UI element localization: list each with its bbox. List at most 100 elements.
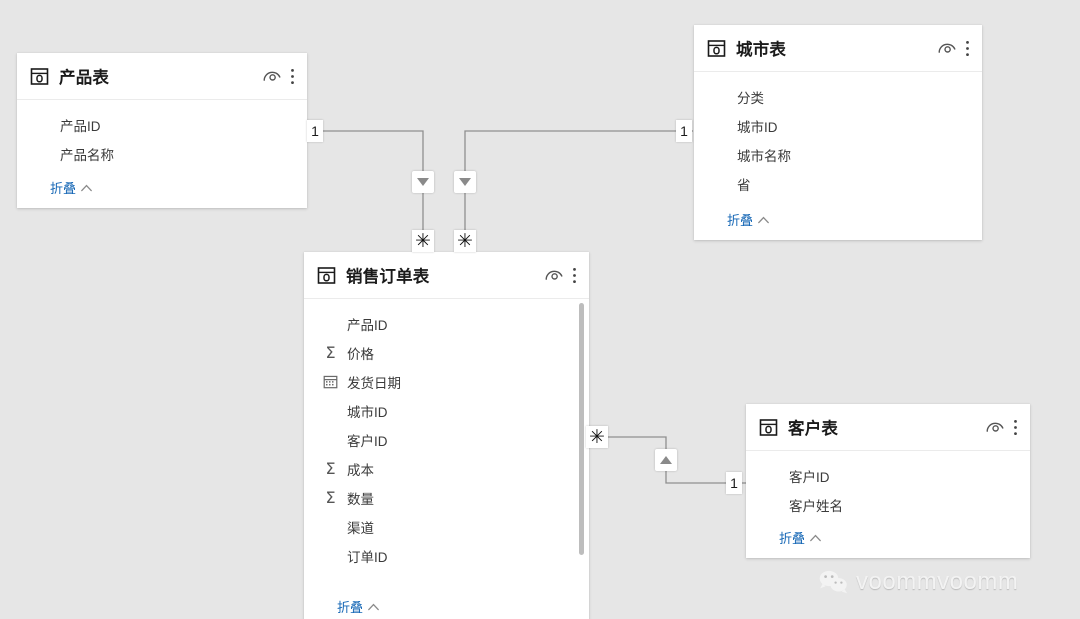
field-name: 客户ID [789, 469, 830, 485]
sigma-icon: Σ [325, 458, 336, 478]
field-name: 产品ID [60, 118, 101, 134]
field-row[interactable]: Σ 价格 [304, 338, 589, 367]
cardinality-badge-many-product-sales[interactable]: ✳ [412, 230, 434, 252]
more-options-icon[interactable] [1013, 419, 1018, 436]
table-card-customer[interactable]: 客户表 客户ID 客户姓名 [746, 404, 1030, 558]
field-row[interactable]: 订单ID [304, 541, 589, 570]
table-field-list[interactable]: 客户ID 客户姓名 [746, 451, 1030, 520]
table-card-product[interactable]: 产品表 产品ID 产品名称 [17, 53, 307, 208]
field-name: 发货日期 [347, 375, 401, 391]
table-header-actions[interactable] [545, 267, 577, 284]
sigma-icon: Σ [325, 342, 336, 362]
table-header-actions[interactable] [938, 40, 970, 57]
triangle-down-icon [459, 178, 471, 186]
cardinality-badge-many-city-sales[interactable]: ✳ [454, 230, 476, 252]
cardinality-badge-many-sales-customer[interactable]: ✳ [586, 426, 608, 448]
field-row[interactable]: 客户姓名 [746, 490, 1030, 519]
more-options-icon[interactable] [572, 267, 577, 284]
table-header-actions[interactable] [986, 419, 1018, 436]
table-field-list[interactable]: 产品ID 产品名称 [17, 100, 307, 170]
triangle-down-icon [417, 178, 429, 186]
collapse-button[interactable]: 折叠 [50, 181, 77, 196]
eye-icon[interactable] [938, 41, 956, 55]
table-title: 客户表 [788, 420, 839, 438]
field-name: 产品ID [347, 317, 388, 333]
field-row[interactable]: 渠道 [304, 512, 589, 541]
table-card-header[interactable]: 城市表 [694, 25, 982, 72]
cardinality-badge-one-city[interactable]: 1 [676, 120, 692, 142]
relationship-line-city-sales [464, 130, 693, 252]
field-row[interactable]: 分类 [694, 82, 982, 111]
asterisk-glyph: ✳ [457, 230, 473, 252]
table-card-header[interactable]: 销售订单表 [304, 252, 589, 299]
eye-icon[interactable] [986, 420, 1004, 434]
field-row[interactable]: 产品ID [304, 309, 589, 338]
table-card-footer[interactable]: 折叠 [694, 202, 982, 240]
collapse-button[interactable]: 折叠 [779, 531, 806, 546]
chevron-up-icon[interactable] [810, 534, 821, 542]
field-name: 省 [737, 177, 751, 193]
table-card-footer[interactable]: 折叠 [17, 170, 307, 208]
more-options-icon[interactable] [965, 40, 970, 57]
table-icon [707, 39, 726, 57]
field-row[interactable]: Σ 数量 [304, 483, 589, 512]
cross-filter-direction-badge-city-sales[interactable] [454, 171, 476, 193]
field-name: 分类 [737, 90, 764, 106]
asterisk-glyph: ✳ [415, 230, 431, 252]
field-name: 产品名称 [60, 147, 114, 163]
more-options-icon[interactable] [290, 68, 295, 85]
field-type-icon-none [711, 116, 730, 135]
field-name: 城市ID [347, 404, 388, 420]
collapse-button[interactable]: 折叠 [337, 600, 364, 615]
cross-filter-direction-badge-sales-customer[interactable] [655, 449, 677, 471]
eye-icon[interactable] [545, 268, 563, 282]
chevron-up-icon[interactable] [81, 184, 92, 192]
table-icon [317, 266, 336, 284]
collapse-button[interactable]: 折叠 [727, 213, 754, 228]
table-title: 销售订单表 [346, 268, 430, 286]
field-row[interactable]: 产品ID [17, 110, 307, 139]
field-type-icon-none [711, 174, 730, 193]
field-list-scrollbar[interactable] [576, 303, 587, 559]
watermark: voommvoomm [818, 568, 1018, 596]
triangle-up-icon [660, 456, 672, 464]
field-row[interactable]: 客户ID [746, 461, 1030, 490]
cross-filter-direction-badge-product-sales[interactable] [412, 171, 434, 193]
chevron-up-icon[interactable] [758, 216, 769, 224]
field-type-icon-none [321, 401, 340, 420]
field-row[interactable]: 发货日期 [304, 367, 589, 396]
field-name: 渠道 [347, 520, 374, 536]
asterisk-glyph: ✳ [589, 426, 605, 448]
table-header-actions[interactable] [263, 68, 295, 85]
field-type-icon-none [711, 87, 730, 106]
field-row[interactable]: 城市ID [304, 396, 589, 425]
table-card-header[interactable]: 产品表 [17, 53, 307, 100]
chevron-up-icon[interactable] [368, 603, 379, 611]
table-card-footer[interactable]: 折叠 [304, 589, 589, 619]
cardinality-badge-one-product[interactable]: 1 [307, 120, 323, 142]
wechat-icon [819, 570, 847, 594]
table-card-header[interactable]: 客户表 [746, 404, 1030, 451]
field-name: 客户ID [347, 433, 388, 449]
eye-icon[interactable] [263, 69, 281, 83]
table-icon [759, 418, 778, 436]
field-row[interactable]: 省 [694, 169, 982, 198]
field-row[interactable]: Σ 成本 [304, 454, 589, 483]
field-row[interactable]: 客户ID [304, 425, 589, 454]
table-card-city[interactable]: 城市表 分类 城市ID [694, 25, 982, 240]
table-card-footer[interactable]: 折叠 [746, 520, 1030, 558]
calendar-icon [321, 372, 340, 391]
field-row[interactable]: 城市ID [694, 111, 982, 140]
field-row[interactable]: 产品名称 [17, 139, 307, 168]
relationship-line-product-sales [307, 130, 424, 252]
field-row[interactable]: 城市名称 [694, 140, 982, 169]
table-field-list[interactable]: 分类 城市ID 城市名称 省 [694, 72, 982, 202]
field-type-icon-none [34, 144, 53, 163]
scrollbar-thumb[interactable] [579, 303, 584, 555]
table-card-sales-order[interactable]: 销售订单表 产品ID Σ 价格 [304, 252, 589, 619]
field-type-icon-none [321, 430, 340, 449]
field-name: 成本 [347, 462, 374, 478]
cardinality-badge-one-customer[interactable]: 1 [726, 472, 742, 494]
table-field-list[interactable]: 产品ID Σ 价格 [304, 299, 589, 589]
